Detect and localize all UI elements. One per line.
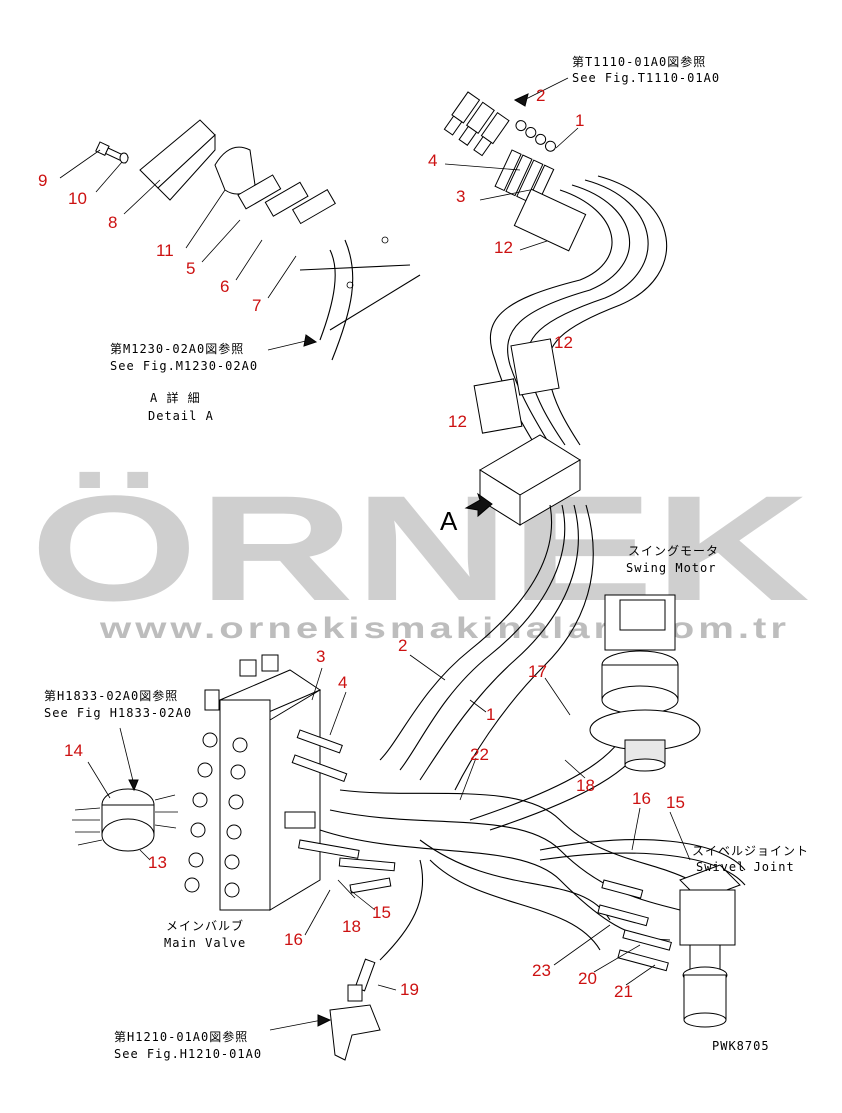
swivel-joint-jp: スイベルジョイント xyxy=(692,844,809,858)
band-12a xyxy=(513,188,587,252)
callout-label: 11 xyxy=(156,241,174,260)
callout-label: 22 xyxy=(470,745,489,764)
callout-label: 4 xyxy=(428,151,437,170)
callout-label: 4 xyxy=(338,673,347,692)
callout-label: 8 xyxy=(108,213,117,232)
watermark-brand: ÖRNEK xyxy=(30,464,810,632)
callout-label: 13 xyxy=(148,853,167,872)
callout-label: 12 xyxy=(554,333,573,352)
callout-label: 18 xyxy=(342,917,361,936)
callout-label: 18 xyxy=(576,776,595,795)
callout-label: 1 xyxy=(486,705,495,724)
swivel-joint-en: Swivel Joint xyxy=(696,860,795,874)
connector-13-14 xyxy=(72,727,178,861)
callout-label: 5 xyxy=(186,259,195,278)
callout-label: 2 xyxy=(536,86,545,105)
callout-label: 16 xyxy=(284,930,303,949)
swing-motor xyxy=(589,594,701,772)
callout-label: 3 xyxy=(456,187,465,206)
callout-label: 3 xyxy=(316,647,325,666)
callout-label: 14 xyxy=(64,741,83,760)
callout-label: 21 xyxy=(614,982,633,1001)
callout-label: 23 xyxy=(532,961,551,980)
ref-h1833-jp: 第H1833-02A0図参照 xyxy=(44,688,178,703)
detail-a-group xyxy=(59,119,421,361)
view-arrow-a xyxy=(464,492,493,518)
ref-t1110-jp: 第T1110-01A0図参照 xyxy=(572,54,706,69)
ref-m1230-jp: 第M1230-02A0図参照 xyxy=(110,341,244,356)
watermark-url: www.ornekismakinalari.com.tr xyxy=(99,612,790,645)
ref-h1833-en: See Fig H1833-02A0 xyxy=(44,706,192,720)
connector-19 xyxy=(269,859,424,1061)
callout-label: 15 xyxy=(372,903,391,922)
view-arrow-label: A xyxy=(440,506,458,536)
callout-label: 9 xyxy=(38,171,47,190)
callout-label: 12 xyxy=(494,238,513,257)
leaders xyxy=(304,654,691,986)
hose-bundle xyxy=(319,175,746,951)
swing-motor-en: Swing Motor xyxy=(626,561,716,575)
detail-a-jp: A 詳 細 xyxy=(150,390,201,405)
main-valve xyxy=(184,654,396,911)
swing-motor-jp: スイングモータ xyxy=(628,544,719,558)
top-connector-group xyxy=(443,77,579,251)
main-valve-jp: メインバルブ xyxy=(166,918,244,933)
callout-label: 15 xyxy=(666,793,685,812)
callout-label: 7 xyxy=(252,296,261,315)
callout-label: 2 xyxy=(398,636,407,655)
callout-label: 19 xyxy=(400,980,419,999)
ref-t1110-en: See Fig.T1110-01A0 xyxy=(572,71,720,85)
callout-label: 12 xyxy=(448,412,467,431)
callout-label: 17 xyxy=(528,662,547,681)
ref-h1210-en: See Fig.H1210-01A0 xyxy=(114,1047,262,1061)
band-12c xyxy=(473,378,523,434)
band-12b xyxy=(510,338,560,396)
swivel-joint xyxy=(597,864,741,1028)
drawing-code: PWK8705 xyxy=(712,1039,770,1053)
callout-label: 1 xyxy=(575,111,584,130)
main-valve-en: Main Valve xyxy=(164,936,246,950)
callout-label: 10 xyxy=(68,189,87,208)
callout-label: 20 xyxy=(578,969,597,988)
callout-label: 16 xyxy=(632,789,651,808)
detail-a-en: Detail A xyxy=(148,409,214,423)
ref-m1230-en: See Fig.M1230-02A0 xyxy=(110,359,258,373)
callout-label: 6 xyxy=(220,277,229,296)
ref-h1210-jp: 第H1210-01A0図参照 xyxy=(114,1029,248,1044)
